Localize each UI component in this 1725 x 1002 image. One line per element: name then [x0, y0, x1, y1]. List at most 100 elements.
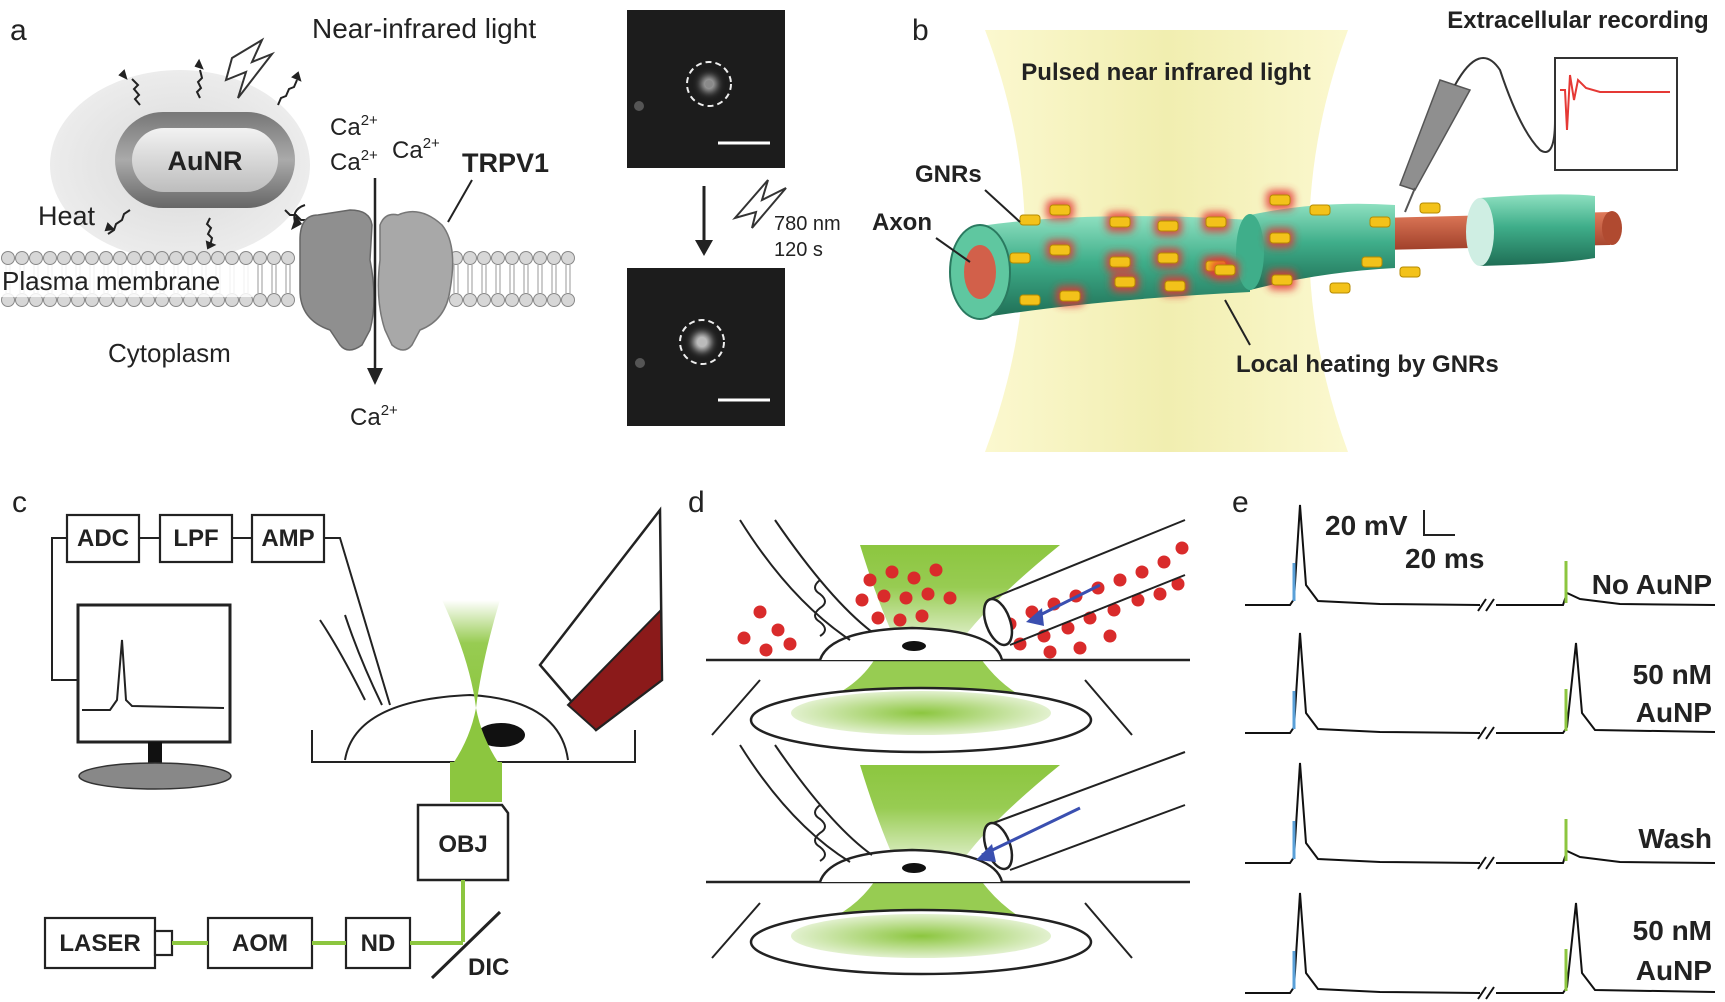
svg-text:Ca2+: Ca2+ — [330, 147, 378, 176]
gnr-rod — [1019, 214, 1041, 226]
panel-d: d — [688, 486, 1190, 976]
trace-segment-left — [1245, 632, 1481, 734]
laser-box — [43, 916, 157, 970]
aunp-dot — [929, 563, 943, 577]
ca-flow-arrowhead — [367, 368, 383, 385]
perfusion-tube-2 — [987, 751, 1186, 871]
aunp-dot — [1061, 621, 1075, 635]
gnr-rod — [1059, 290, 1081, 302]
aunp-dot — [907, 571, 921, 585]
lipid-head — [519, 293, 533, 307]
aunp-dot — [1175, 541, 1189, 555]
lipid-head — [127, 251, 141, 265]
electrode-coil-1 — [814, 579, 826, 637]
gnr-rod — [1157, 252, 1179, 264]
lipid-head — [239, 251, 253, 265]
aunp-dot — [863, 573, 877, 587]
lipid-head — [15, 251, 29, 265]
lens-glow-1 — [791, 691, 1051, 735]
beam-top-2 — [860, 765, 1060, 872]
pulsed-light-label: Pulsed near infrared light — [1021, 59, 1310, 86]
aunp-dot — [1153, 587, 1167, 601]
roi-circle-after — [679, 319, 725, 365]
plasma-membrane-label: Plasma membrane — [2, 266, 220, 296]
electrode-tip — [1404, 187, 1416, 213]
lipid-head — [253, 293, 267, 307]
gnr-rod — [1369, 216, 1391, 228]
lens-glow-2 — [791, 914, 1051, 958]
lipid-head — [85, 251, 99, 265]
aunp-dot — [771, 623, 785, 637]
gnr-rod — [1361, 256, 1383, 268]
lipid-head — [533, 251, 547, 265]
lens-arms-2 — [711, 902, 1133, 959]
cytoplasm-label: Cytoplasm — [108, 338, 231, 368]
lipid-head — [197, 251, 211, 265]
stim-electrode-fill — [566, 607, 664, 732]
aunp-dot — [1107, 603, 1121, 617]
gnr-particles — [1009, 190, 1441, 306]
laser-beam-top — [442, 600, 500, 708]
aunp-dot — [1091, 581, 1105, 595]
cell-center-after — [697, 337, 707, 347]
lipid-head — [491, 293, 505, 307]
aunp-dot — [893, 613, 907, 627]
svg-text:Ca2+: Ca2+ — [350, 402, 398, 431]
aunp-dot — [783, 637, 797, 651]
aunp-dot — [1135, 565, 1149, 579]
axon-inner — [964, 245, 996, 299]
laser-label: LASER — [59, 930, 140, 957]
lens-arms-1 — [711, 679, 1133, 736]
duration-label: 120 s — [774, 239, 823, 261]
recording-trace — [1560, 74, 1670, 131]
laser-beam-bottom — [450, 708, 502, 768]
trace-label-4a: 50 nM — [1633, 915, 1712, 946]
lipid-head — [225, 251, 239, 265]
cell-nucleus — [477, 723, 525, 747]
ca-sup-1: 2+ — [361, 112, 378, 129]
recording-electrode — [1399, 79, 1472, 191]
electrode-coil-2 — [814, 804, 826, 862]
adc-label: ADC — [77, 525, 129, 552]
scene-washout — [706, 744, 1190, 976]
pipette-1 — [739, 519, 873, 641]
myelin-segment-3-end — [1466, 198, 1494, 266]
lipid-head — [491, 251, 505, 265]
trpv1-label: TRPV1 — [462, 148, 549, 178]
aunp-dot — [855, 593, 869, 607]
aunp-dot — [759, 643, 773, 657]
lipid-head — [267, 293, 281, 307]
ca-sup-4: 2+ — [381, 402, 398, 419]
lipid-head — [113, 251, 127, 265]
lipid-head — [561, 251, 575, 265]
trace-stack — [1245, 504, 1716, 1000]
lipid-head — [57, 251, 71, 265]
aunp-dot — [871, 611, 885, 625]
ca-label-3: Ca — [392, 137, 423, 164]
monitor-base — [78, 762, 232, 790]
electrode-wire — [1454, 57, 1556, 153]
lipid-head — [463, 251, 477, 265]
gnr-rod — [1049, 244, 1071, 256]
scene-with-aunp — [706, 519, 1190, 754]
trace-label-2b: AuNP — [1636, 697, 1712, 728]
heat-arrows — [104, 58, 314, 250]
gnrs-label: GNRs — [915, 161, 982, 188]
gnr-rod — [1419, 202, 1441, 214]
aunp-dot — [1171, 577, 1185, 591]
lipid-head — [155, 251, 169, 265]
panel-a-letter: a — [10, 14, 27, 47]
trace-segment-right — [1496, 849, 1716, 864]
gnr-rod — [1157, 220, 1179, 232]
ca-label-2: Ca — [330, 149, 361, 176]
aunp-dot — [1131, 593, 1145, 607]
gnr-rod — [1269, 232, 1291, 244]
axon-pointer — [935, 237, 971, 263]
trace-segment-right — [1496, 591, 1716, 606]
trace-segment-left — [1245, 892, 1481, 994]
ca-label-1: Ca — [330, 114, 361, 141]
lipid-head — [1, 251, 15, 265]
panel-e-letter: e — [1232, 486, 1249, 519]
trace-label-1: No AuNP — [1592, 569, 1712, 600]
patch-pipette — [319, 614, 383, 706]
